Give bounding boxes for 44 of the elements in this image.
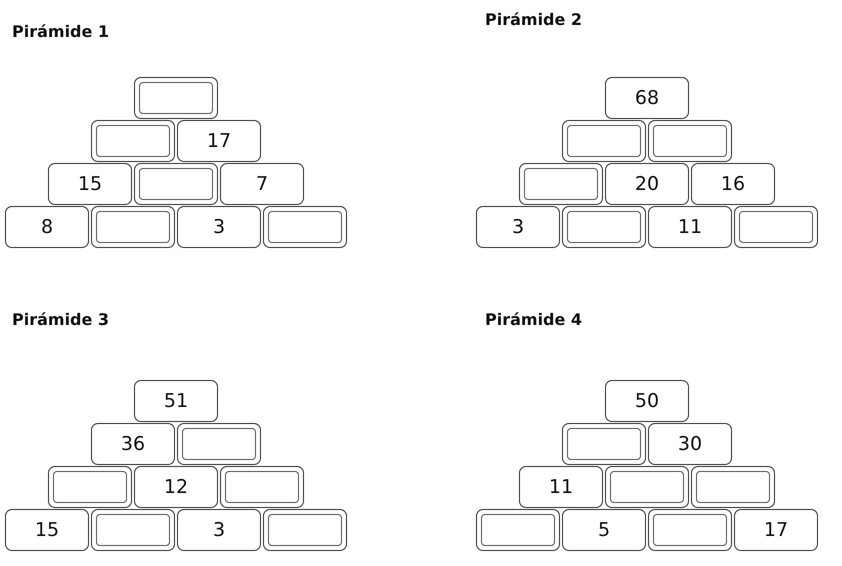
answer-box	[562, 120, 646, 162]
answer-box	[519, 163, 603, 205]
answer-box	[734, 206, 818, 248]
pyramid-title: Pirámide 3	[12, 310, 110, 329]
answer-box	[648, 120, 732, 162]
answer-box	[134, 77, 218, 119]
answer-box	[648, 509, 732, 551]
number-brick: 36	[91, 423, 175, 465]
number-brick: 8	[5, 206, 89, 248]
answer-box	[562, 423, 646, 465]
answer-box	[263, 206, 347, 248]
number-brick: 12	[134, 466, 218, 508]
answer-box	[91, 206, 175, 248]
answer-box	[263, 509, 347, 551]
number-brick: 30	[648, 423, 732, 465]
number-brick: 50	[605, 380, 689, 422]
answer-box	[562, 206, 646, 248]
pyramid-title: Pirámide 4	[485, 310, 582, 329]
number-brick: 68	[605, 77, 689, 119]
number-brick: 3	[177, 509, 261, 551]
pyramid-title: Pirámide 1	[12, 22, 110, 41]
number-brick: 15	[5, 509, 89, 551]
number-brick: 51	[134, 380, 218, 422]
number-brick: 3	[476, 206, 560, 248]
number-brick: 11	[519, 466, 603, 508]
answer-box	[177, 423, 261, 465]
number-brick: 15	[48, 163, 132, 205]
answer-box	[134, 163, 218, 205]
number-brick: 11	[648, 206, 732, 248]
pyramid-title: Pirámide 2	[485, 10, 582, 29]
number-brick: 17	[734, 509, 818, 551]
number-brick: 16	[691, 163, 775, 205]
number-brick: 7	[220, 163, 304, 205]
answer-box	[220, 466, 304, 508]
answer-box	[691, 466, 775, 508]
answer-box	[91, 509, 175, 551]
number-brick: 17	[177, 120, 261, 162]
number-brick: 3	[177, 206, 261, 248]
answer-box	[91, 120, 175, 162]
answer-box	[605, 466, 689, 508]
number-brick: 5	[562, 509, 646, 551]
answer-box	[48, 466, 132, 508]
number-brick: 20	[605, 163, 689, 205]
answer-box	[476, 509, 560, 551]
